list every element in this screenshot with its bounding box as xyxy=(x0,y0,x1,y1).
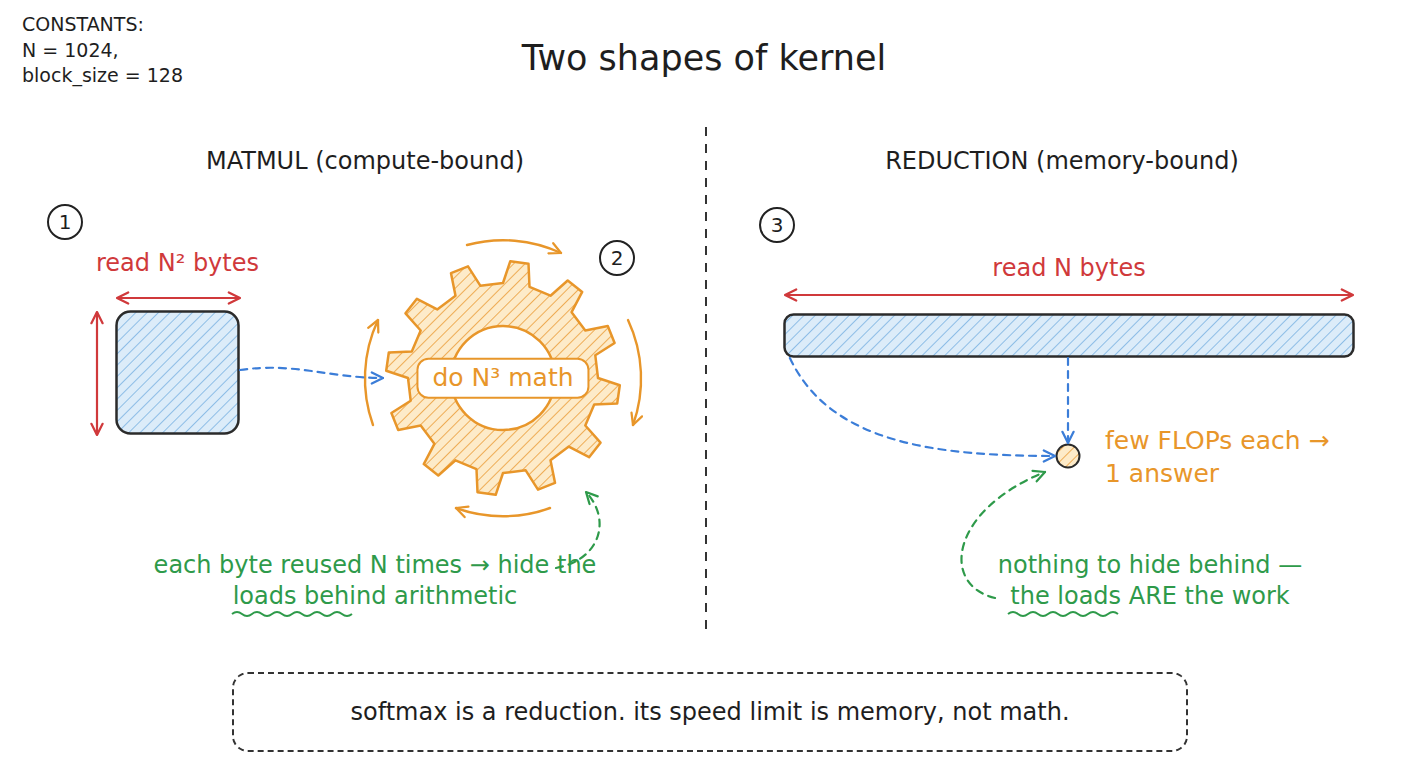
note-leaders xyxy=(556,472,1045,598)
text-label: N = 1024, xyxy=(22,38,119,63)
node-text: do N³ math xyxy=(416,358,589,399)
node-text: few FLOPs each → 1 answer xyxy=(1105,425,1333,490)
note: nothing to hide behind — the loads ARE t… xyxy=(975,550,1325,612)
connector-line xyxy=(1067,358,1069,443)
square-body xyxy=(117,312,239,434)
connector xyxy=(1068,358,1069,443)
diagram-title: Two shapes of kernel xyxy=(522,38,886,78)
connector-line xyxy=(240,368,383,378)
text-label: CONSTANTS: xyxy=(22,12,144,37)
node-text: read N bytes xyxy=(992,253,1145,284)
connector-line xyxy=(790,358,1055,456)
callout-number: 3 xyxy=(759,207,795,243)
compute-gear: do N³ math xyxy=(383,258,623,498)
node-text: read N² bytes xyxy=(96,248,259,279)
gear-body xyxy=(386,261,620,495)
caption: softmax is a reduction. its speed limit … xyxy=(350,698,1069,726)
section-heading: REDUCTION (memory-bound) xyxy=(885,146,1239,177)
data-strip: read N bytes xyxy=(783,313,1355,358)
bar-outline xyxy=(783,313,1355,358)
square-outline xyxy=(115,310,240,435)
callout-number: 1 xyxy=(47,204,83,240)
section-heading: MATMUL (compute-bound) xyxy=(206,146,524,177)
dot-body xyxy=(1057,445,1080,468)
connector xyxy=(240,368,383,378)
dimension-arrows xyxy=(97,295,1353,435)
caption-box: softmax is a reduction. its speed limit … xyxy=(232,672,1188,752)
rotation-arrows xyxy=(365,240,641,516)
section-divider xyxy=(705,127,707,632)
text-label: block_size = 128 xyxy=(22,63,183,88)
connector xyxy=(790,358,1055,456)
dot-outline xyxy=(1055,443,1081,469)
result-dot: few FLOPs each → 1 answer xyxy=(1055,443,1081,469)
callout-number: 2 xyxy=(599,240,635,276)
bar-body xyxy=(785,315,1354,357)
note: each byte reused N times → hide the load… xyxy=(130,550,620,612)
wavy-underlines xyxy=(232,612,1118,616)
data-block: read N² bytes xyxy=(115,310,240,435)
